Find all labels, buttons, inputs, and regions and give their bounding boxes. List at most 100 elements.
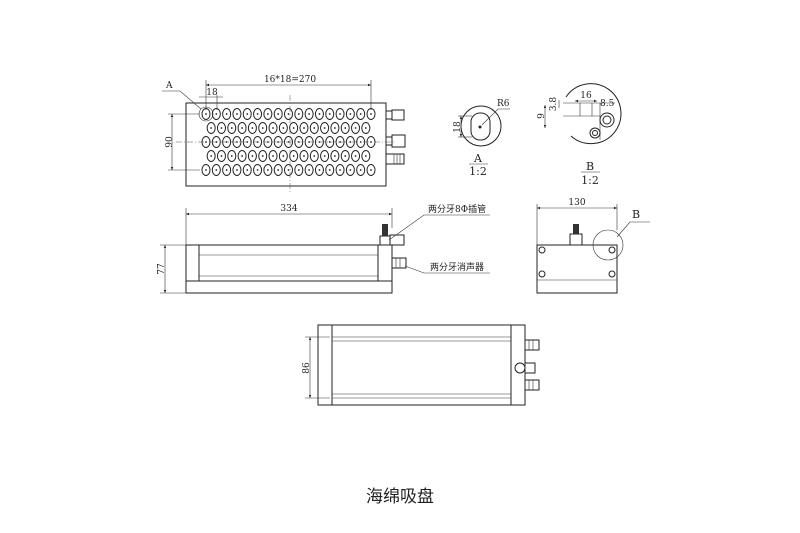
hole-center	[323, 127, 326, 129]
hole-center	[277, 113, 280, 115]
hole-center	[256, 113, 259, 115]
dim-9: 9	[537, 113, 547, 119]
hole-center	[349, 113, 352, 115]
hole-center	[220, 155, 223, 157]
hole-center	[364, 127, 367, 129]
hole-center	[272, 155, 274, 157]
dim-pitch-total: 16*18=270	[264, 75, 316, 85]
dim-width: 130	[568, 198, 585, 208]
suction-hole	[284, 136, 293, 148]
suction-hole	[320, 122, 330, 134]
hole-center	[339, 141, 341, 143]
suction-hole	[309, 150, 319, 162]
suction-hole	[268, 150, 278, 162]
hole-center	[246, 169, 249, 171]
hole-center	[339, 169, 341, 171]
hole-center	[287, 113, 290, 115]
hole-center	[251, 155, 254, 157]
hole-center	[328, 113, 331, 115]
detail-a-label: A	[473, 152, 483, 165]
dim-height-86: 86	[302, 362, 312, 374]
callout-fitting: 两分牙8Φ插管	[428, 203, 486, 215]
hole-center	[359, 113, 362, 115]
suction-hole	[320, 150, 330, 162]
suction-hole	[294, 164, 304, 176]
suction-hole	[206, 122, 216, 134]
hole-center	[241, 127, 243, 129]
suction-hole	[273, 136, 283, 148]
suction-hole	[278, 150, 288, 162]
suction-hole	[340, 150, 350, 162]
hole-center	[266, 113, 269, 115]
suction-hole	[216, 122, 226, 134]
suction-hole	[206, 150, 216, 162]
suction-hole	[330, 150, 340, 162]
hole-center	[277, 169, 280, 171]
hole-center	[246, 113, 249, 115]
suction-hole	[232, 164, 242, 176]
hole-center	[225, 169, 228, 171]
hole-center	[272, 127, 274, 129]
suction-hole	[211, 164, 221, 176]
hole-center	[210, 155, 213, 157]
suction-hole	[366, 164, 376, 176]
hole-center	[282, 155, 285, 157]
hole-center	[220, 127, 223, 129]
detail-b-label: B	[586, 160, 594, 173]
suction-hole	[216, 150, 226, 162]
suction-hole	[278, 122, 288, 134]
suction-hole	[361, 150, 371, 162]
suction-hole	[351, 122, 361, 134]
suction-hole	[253, 164, 263, 176]
hole-center	[303, 155, 305, 157]
suction-hole	[284, 164, 293, 176]
suction-hole	[232, 108, 242, 120]
suction-hole	[273, 164, 283, 176]
dim-3-8: 3.8	[549, 97, 559, 112]
side-view: 130 B	[536, 198, 650, 294]
suction-hole	[299, 150, 309, 162]
suction-hole	[356, 164, 366, 176]
suction-hole	[242, 164, 252, 176]
dim-radius: R6	[497, 99, 510, 109]
suction-hole	[340, 122, 350, 134]
label-a: A	[165, 81, 173, 91]
suction-hole	[263, 108, 273, 120]
suction-hole	[263, 136, 273, 148]
hole-center	[313, 127, 316, 129]
hole-center	[225, 141, 228, 143]
suction-hole	[325, 164, 335, 176]
suction-hole	[330, 122, 340, 134]
hole-center	[334, 155, 336, 157]
hole-center	[328, 169, 331, 171]
suction-hole	[222, 108, 232, 120]
hole-center	[308, 113, 311, 115]
hole-center	[225, 113, 228, 115]
suction-hole	[309, 122, 319, 134]
suction-hole	[222, 164, 232, 176]
suction-hole	[335, 108, 345, 120]
dim-height: 90	[165, 136, 175, 148]
suction-hole	[289, 122, 299, 134]
hole-center	[287, 169, 290, 171]
suction-hole	[227, 150, 237, 162]
hole-center	[313, 155, 316, 157]
hole-center	[261, 155, 264, 157]
hole-center	[215, 141, 218, 143]
drawing-caption: 海绵吸盘	[366, 487, 434, 507]
hole-center	[354, 155, 357, 157]
hole-center	[349, 141, 352, 143]
suction-hole	[263, 164, 273, 176]
hole-center	[210, 127, 213, 129]
hole-center	[328, 141, 331, 143]
hole-center	[318, 113, 321, 115]
hole-center	[205, 169, 207, 171]
dim-pitch: 18	[206, 88, 218, 98]
suction-hole	[273, 108, 283, 120]
suction-hole	[289, 150, 299, 162]
suction-hole	[345, 164, 355, 176]
bottom-view: 86	[302, 324, 540, 406]
suction-hole	[201, 164, 211, 176]
hole-center	[297, 113, 300, 115]
suction-hole	[268, 122, 278, 134]
